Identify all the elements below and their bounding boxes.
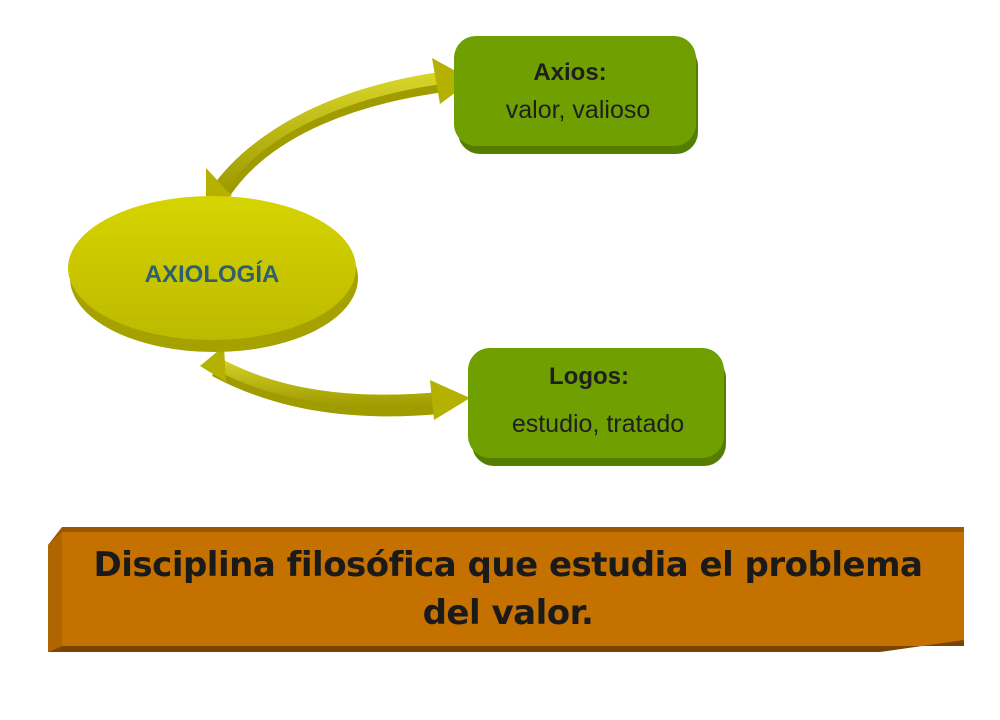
node-axios-box [454,36,696,146]
node-logos-title: Logos: [549,363,629,390]
definition-banner [48,527,964,652]
center-node: AXIOLOGÍA [68,196,358,352]
arrow-to-axios [206,58,472,200]
center-label: AXIOLOGÍA [145,260,280,288]
node-axios-title: Axios: [533,59,606,86]
node-logos: Logos: estudio, tratado [468,348,726,466]
banner-front [62,532,964,646]
node-axios: Axios: valor, valioso [454,36,698,154]
node-logos-box [468,348,724,458]
node-logos-subtitle: estudio, tratado [512,410,684,438]
arrow-to-logos [200,346,470,420]
center-ellipse [68,196,356,340]
node-axios-subtitle: valor, valioso [506,96,651,124]
definition-text: Disciplina filosófica que estudia el pro… [93,545,923,633]
